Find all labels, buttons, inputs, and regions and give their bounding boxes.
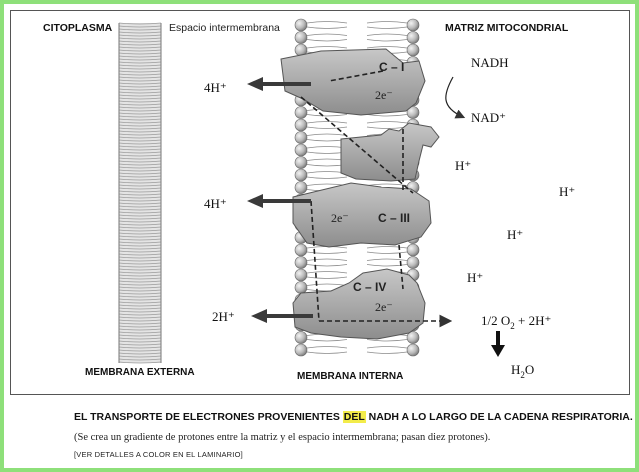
complex-iii — [292, 182, 432, 248]
protons-c3-label: 4H⁺ — [204, 196, 227, 211]
water-formation-arrow — [491, 331, 505, 357]
complex-iii-electrons: 2e⁻ — [331, 211, 349, 225]
protons-c4-label: 2H⁺ — [212, 309, 235, 324]
inner-membrane-label: MEMBRANA INTERNA — [297, 371, 403, 382]
electron-path — [300, 70, 431, 322]
proton-arrow-c3 — [247, 194, 311, 208]
matrix-proton-4: H⁺ — [467, 270, 483, 285]
proton-arrow-c4 — [251, 309, 313, 323]
oxygen-reaction-label: 1/2 O2 + 2H⁺ — [481, 313, 551, 331]
complex-iv-name: C – IV — [353, 280, 386, 294]
electron-transport-diagram: CITOPLASMA Espacio intermembrana MATRIZ … — [10, 10, 630, 395]
nad-label: NAD⁺ — [471, 110, 506, 125]
caption-title: EL TRANSPORTE DE ELECTRONES PROVENIENTES… — [74, 411, 633, 423]
complex-i-electrons: 2e⁻ — [375, 88, 393, 102]
complex-i-name: C – I — [379, 60, 404, 74]
ubiquinone-complex — [340, 122, 440, 182]
cytoplasm-label: CITOPLASMA — [43, 22, 113, 34]
water-label: H2O — [511, 362, 534, 380]
caption-highlight: DEL — [342, 411, 366, 423]
caption-note: [VER DETALLES A COLOR EN EL LAMINARIO] — [74, 450, 243, 459]
complex-iii-name: C – III — [378, 211, 410, 225]
matrix-proton-2: H⁺ — [559, 184, 575, 199]
protons-c1-label: 4H⁺ — [204, 80, 227, 95]
mitochondrial-matrix-label: MATRIZ MITOCONDRIAL — [445, 22, 569, 34]
complex-iv-electrons: 2e⁻ — [375, 300, 393, 314]
matrix-proton-3: H⁺ — [507, 227, 523, 242]
intermembrane-space-label: Espacio intermembrana — [169, 22, 280, 34]
nadh-label: NADH — [471, 55, 509, 70]
nadh-oxidation-arrow — [445, 76, 466, 119]
caption-body: (Se crea un gradiente de protones entre … — [74, 432, 491, 443]
caption: EL TRANSPORTE DE ELECTRONES PROVENIENTES… — [12, 399, 633, 469]
outer-membrane — [118, 22, 162, 364]
proton-arrow-c1 — [247, 77, 311, 91]
outer-membrane-label: MEMBRANA EXTERNA — [85, 367, 195, 378]
matrix-proton-1: H⁺ — [455, 158, 471, 173]
